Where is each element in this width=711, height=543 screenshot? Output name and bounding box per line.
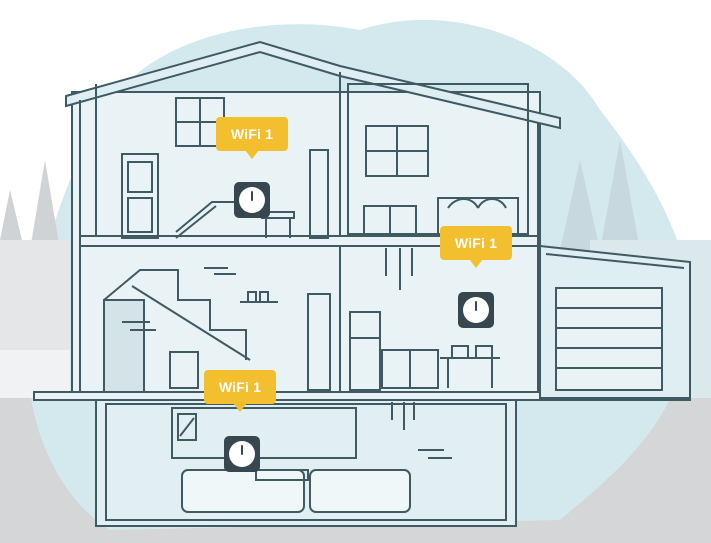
wifi-label-1: WiFi 1 [216,117,288,159]
router-disc [239,187,265,213]
wifi-label-2: WiFi 1 [440,226,512,268]
router-disc [229,441,255,467]
router-icon-2 [458,292,494,328]
router-disc [463,297,489,323]
router-icon-1 [234,182,270,218]
router-icon-3 [224,436,260,472]
wifi-label-3: WiFi 1 [204,370,276,412]
